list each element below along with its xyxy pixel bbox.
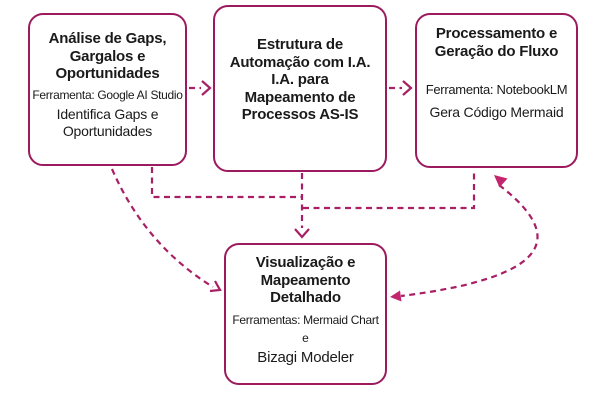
connector-estrutura-to-visualizacao	[294, 173, 310, 239]
box-visualizacao-title: Visualização e Mapeamento Detalhado	[255, 254, 356, 307]
connector-estrutura-to-processamento	[389, 80, 413, 96]
box-estrutura-automacao: Estrutura de Automação com I.A. I.A. par…	[213, 5, 387, 172]
connector-elbow-to-processamento	[303, 170, 476, 210]
box-analise-gaps-desc: Identifica Gaps e Oportunidades	[56, 105, 159, 140]
connector-gaps-curve-to-visualizacao	[110, 168, 222, 293]
box-analise-gaps-tool: Ferramenta: Google AI Studio	[32, 87, 183, 102]
box-processamento-desc: Gera Código Mermaid	[429, 104, 564, 121]
box-processamento-title: Processamento e Geração do Fluxo	[434, 25, 559, 60]
box-analise-gaps-title: Análise de Gaps, Gargalos e Oportunidade…	[48, 30, 167, 83]
box-visualizacao: Visualização e Mapeamento Detalhado Ferr…	[224, 243, 387, 385]
box-visualizacao-desc: Bizagi Modeler	[257, 349, 354, 367]
box-visualizacao-tool: Ferramentas: Mermaid Chart	[232, 312, 379, 327]
box-processamento: Processamento e Geração do Fluxo Ferrame…	[415, 13, 578, 168]
box-estrutura-automacao-title: Estrutura de Automação com I.A. I.A. par…	[229, 36, 371, 124]
connector-visualizacao-processamento-curve	[390, 175, 539, 302]
box-analise-gaps: Análise de Gaps, Gargalos e Oportunidade…	[28, 13, 187, 166]
connector-gaps-elbow	[150, 167, 301, 199]
box-visualizacao-conjunction: e	[302, 330, 309, 345]
box-processamento-tool: Ferramenta: NotebookLM	[425, 82, 568, 98]
connector-gaps-to-estrutura	[189, 80, 212, 96]
